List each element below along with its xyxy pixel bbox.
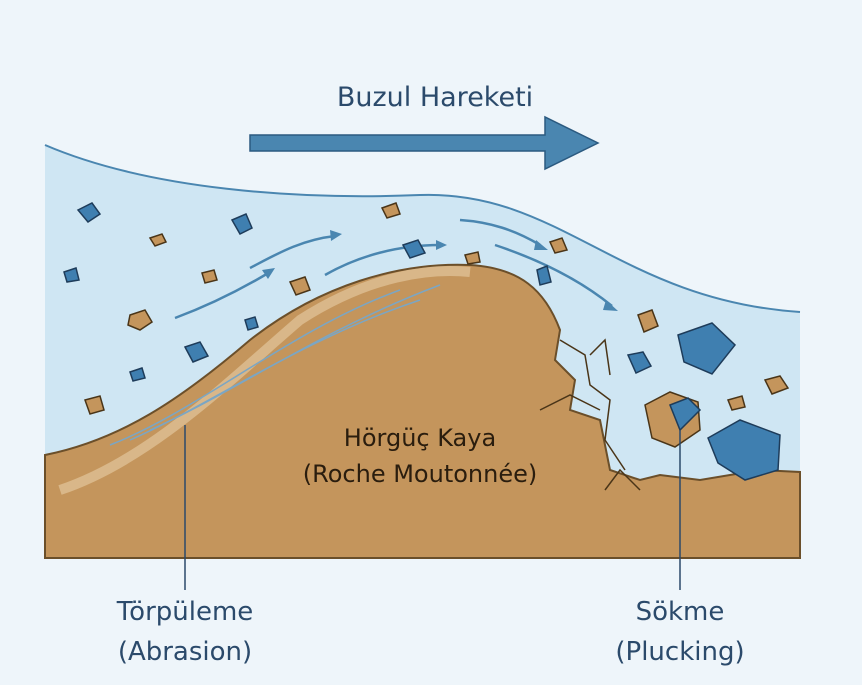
rock-label-line1: Hörgüç Kaya — [344, 424, 496, 452]
plucking-label-line2: (Plucking) — [615, 637, 744, 667]
brown-stones — [84, 202, 790, 448]
glacier-surface-line — [44, 144, 801, 313]
polished-slope-highlight — [58, 266, 471, 495]
flow-arrowheads — [262, 230, 618, 311]
abrasion-label-line2: (Abrasion) — [118, 637, 252, 667]
plucked-face-cracks — [539, 338, 641, 491]
blue-stones — [63, 202, 781, 481]
rock-label-line2: (Roche Moutonnée) — [303, 460, 537, 488]
plucking-label-line1: Sökme — [636, 597, 725, 627]
abrasion-striations — [109, 284, 441, 446]
glacier-movement-title: Buzul Hareketi — [337, 82, 533, 113]
glacier-movement-arrow — [249, 115, 600, 171]
abrasion-label-line1: Törpüleme — [116, 597, 254, 627]
roche-moutonnee-rock — [44, 263, 801, 559]
ice-flow-arrows — [174, 218, 613, 320]
